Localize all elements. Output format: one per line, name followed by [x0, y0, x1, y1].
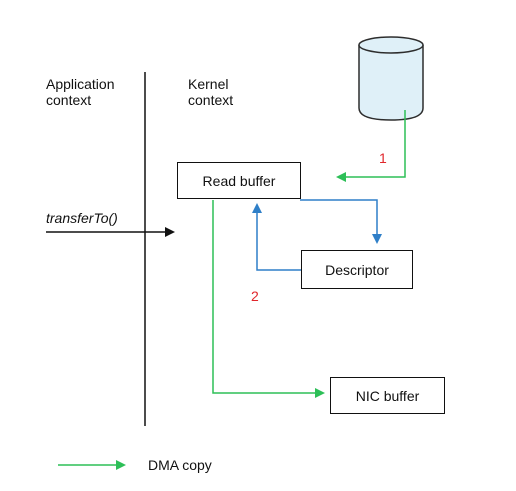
read-buffer-to-descriptor-arrow [300, 199, 382, 244]
disk-to-read-buffer-dma-arrow [336, 110, 406, 182]
legend-dma-copy-label: DMA copy [148, 457, 212, 473]
descriptor-label: Descriptor [325, 261, 389, 278]
nic-buffer-box: NIC buffer [330, 377, 445, 414]
disk-icon [358, 36, 424, 121]
application-context-label: Application context [46, 76, 115, 108]
descriptor-to-read-buffer-arrow [252, 203, 301, 271]
nic-buffer-label: NIC buffer [355, 387, 420, 404]
step-2-label: 2 [251, 288, 259, 304]
transfer-call-label: transferTo() [46, 210, 118, 226]
kernel-context-label: Kernel context [188, 76, 234, 108]
read-buffer-box: Read buffer [177, 162, 301, 199]
descriptor-box: Descriptor [301, 250, 413, 289]
read-buffer-to-nic-dma-arrow [212, 200, 325, 398]
read-buffer-label: Read buffer [202, 172, 276, 189]
step-1-label: 1 [379, 150, 387, 166]
